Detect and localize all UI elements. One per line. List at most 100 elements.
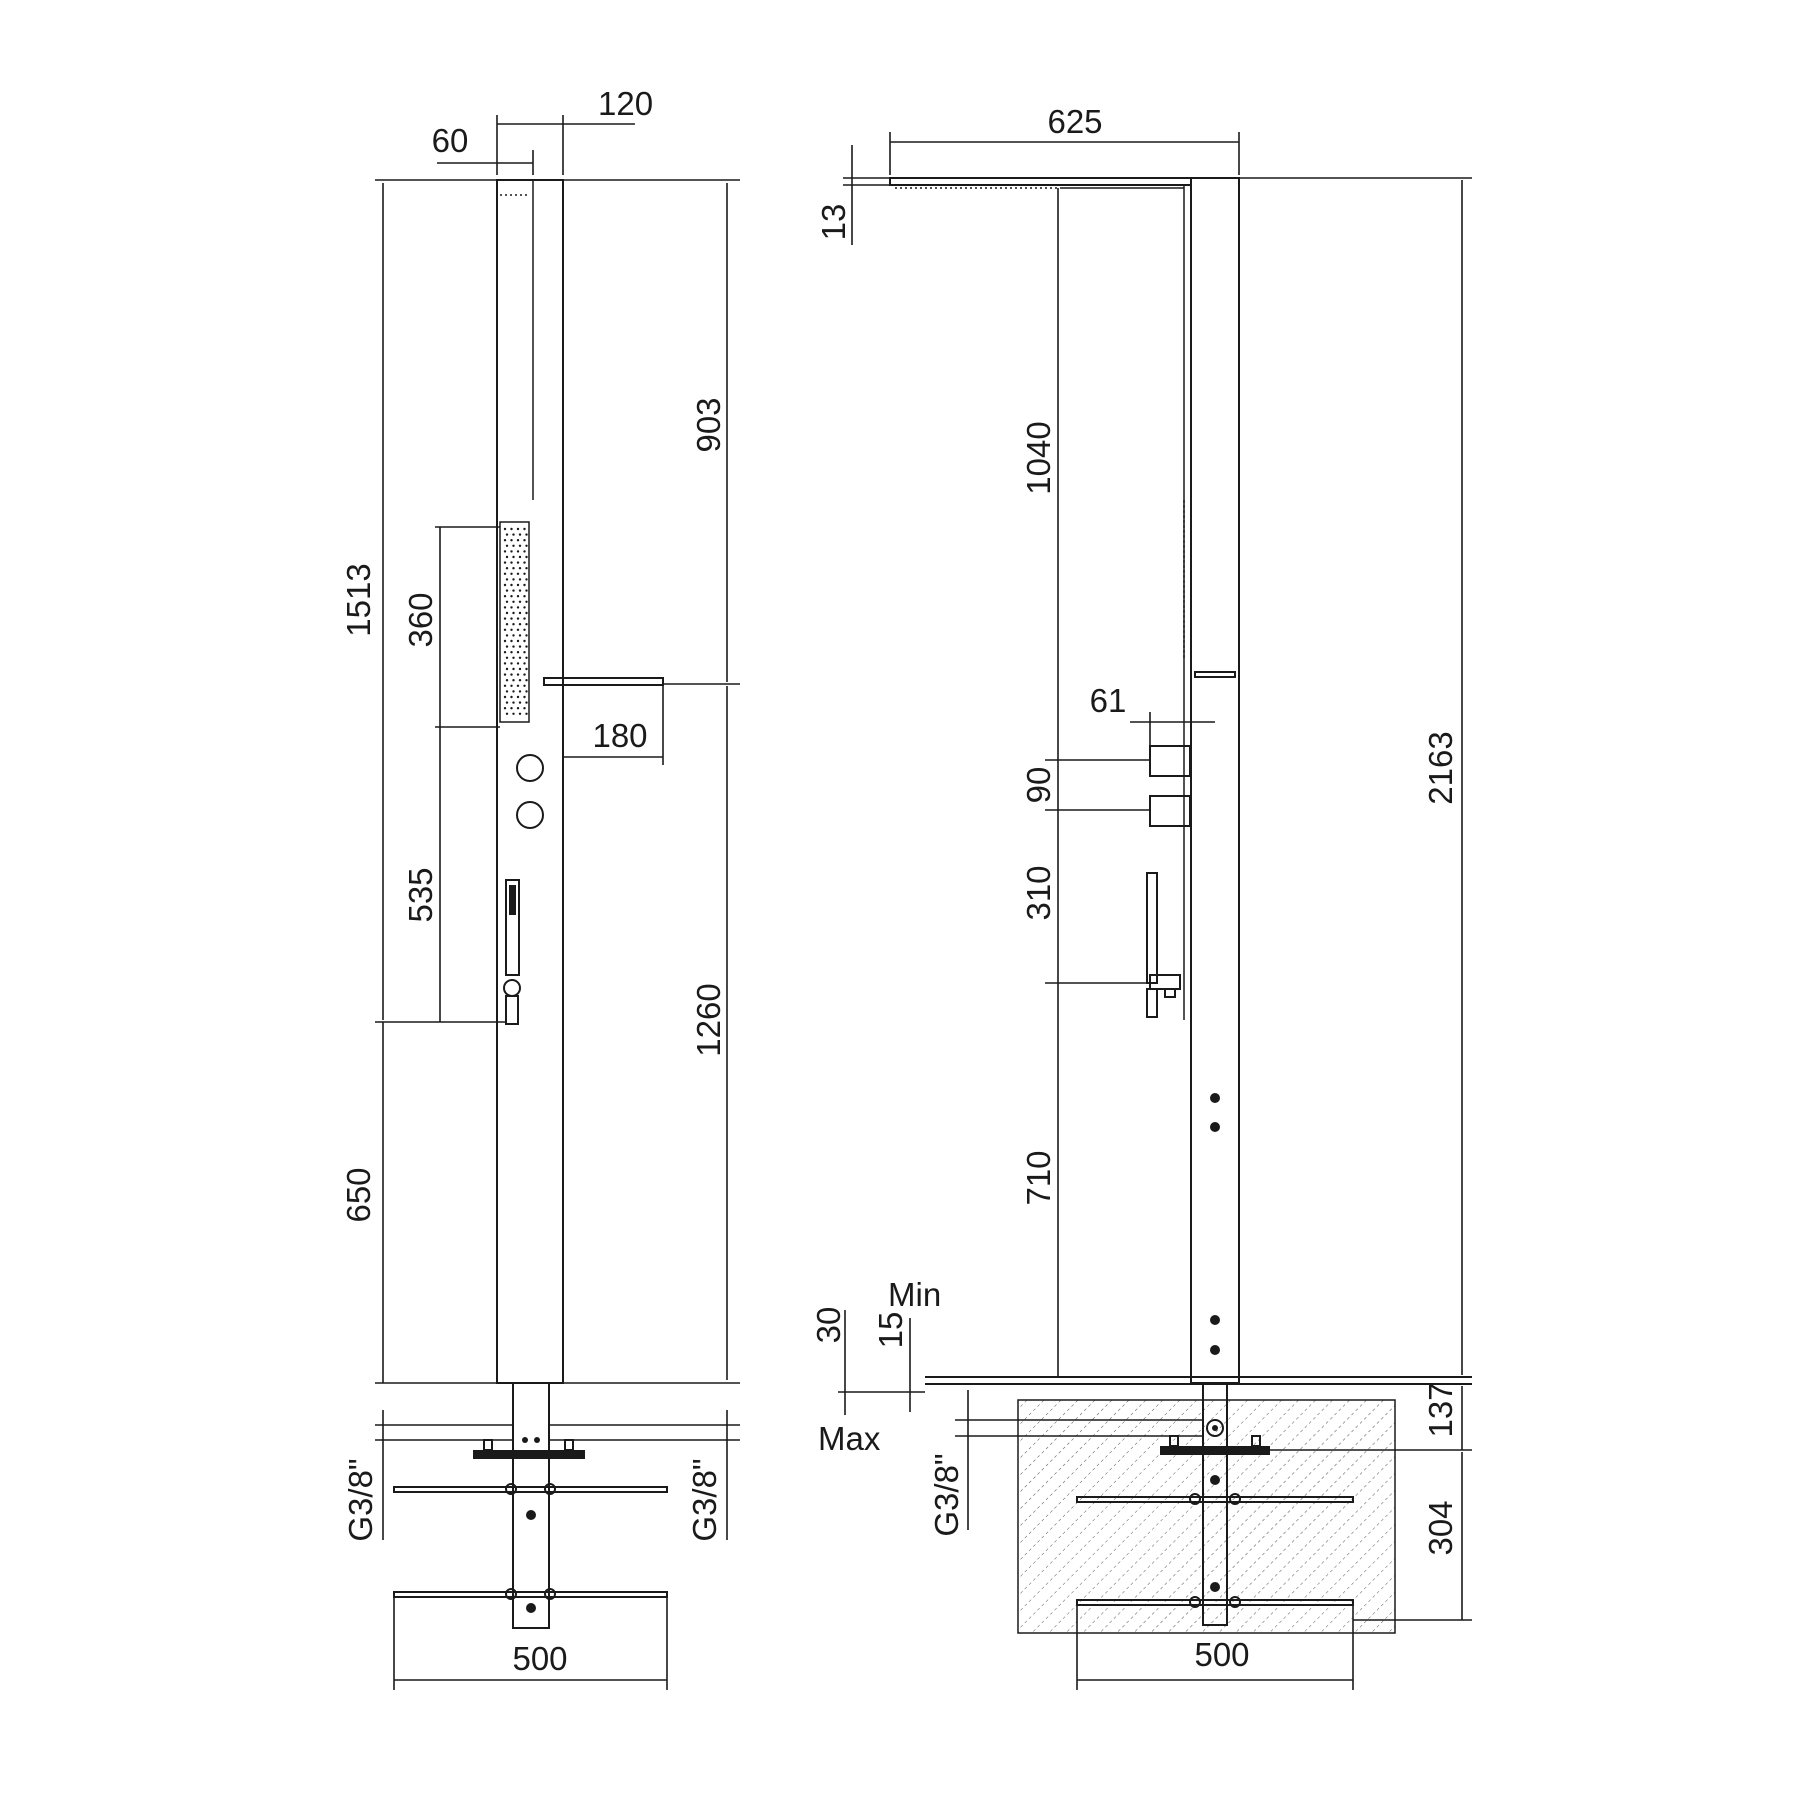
front-anchor-post	[512, 1382, 550, 1629]
spray-hole	[505, 645, 509, 648]
spray-hole	[523, 572, 526, 575]
spray-hole	[525, 701, 528, 704]
spray-hole	[525, 555, 528, 559]
spray-hole	[503, 595, 507, 598]
g38-right: G3/8"	[686, 1458, 723, 1541]
spray-hole	[516, 639, 520, 643]
side-spray-panel	[499, 521, 530, 723]
spray-hole	[510, 572, 513, 575]
spray-hole	[505, 611, 509, 615]
spray-hole	[518, 634, 522, 637]
spray-hole	[516, 527, 520, 531]
spray-hole	[523, 684, 526, 687]
spray-hole	[503, 695, 507, 699]
dim-13: 13	[815, 204, 852, 241]
spray-hole	[505, 544, 509, 547]
spray-hole	[525, 690, 528, 693]
spray-hole	[503, 527, 507, 531]
spray-hole	[503, 606, 507, 609]
spray-hole	[510, 684, 513, 687]
side-shelf	[1194, 671, 1236, 678]
spray-hole	[523, 673, 526, 676]
spray-hole	[512, 555, 515, 559]
spray-hole	[510, 595, 513, 598]
spray-hole	[525, 679, 528, 682]
spray-hole	[518, 656, 522, 659]
dim-180: 180	[592, 717, 647, 754]
spray-hole	[512, 578, 515, 581]
spray-hole	[510, 583, 513, 587]
spray-hole	[510, 707, 513, 710]
spray-hole	[518, 645, 522, 648]
side-spray-dots	[503, 527, 528, 715]
spray-hole	[523, 561, 526, 564]
spray-hole	[523, 651, 526, 654]
overhead-arm	[889, 177, 1192, 186]
dim-903: 903	[690, 397, 727, 452]
spray-hole	[518, 600, 522, 603]
spray-hole	[518, 667, 522, 671]
spray-hole	[523, 583, 526, 587]
spray-hole	[510, 651, 513, 654]
spray-hole	[523, 695, 526, 699]
spray-hole	[523, 527, 526, 531]
spray-hole	[510, 539, 513, 542]
dim-625: 625	[1047, 103, 1102, 140]
spray-hole	[516, 673, 520, 676]
dim-710: 710	[1020, 1150, 1057, 1205]
spray-hole	[503, 628, 507, 631]
dim-60: 60	[432, 122, 469, 159]
spray-hole	[525, 645, 528, 648]
spray-hole	[503, 617, 507, 620]
spray-hole	[518, 690, 522, 693]
spray-hole	[505, 533, 509, 536]
hand-shower-connector	[505, 995, 519, 1025]
spray-hole	[518, 712, 522, 715]
spray-hole	[512, 667, 515, 671]
spray-hole	[505, 600, 509, 603]
side-base-plate	[1160, 1446, 1270, 1455]
spray-hole	[510, 695, 513, 699]
spray-hole	[518, 623, 522, 626]
spray-hole	[512, 656, 515, 659]
spray-hole	[505, 589, 509, 592]
spray-hole	[525, 712, 528, 715]
spray-hole	[503, 639, 507, 643]
dim-1040: 1040	[1020, 421, 1057, 494]
spray-hole	[512, 634, 515, 637]
spray-hole	[516, 606, 520, 609]
dim-1260: 1260	[690, 983, 727, 1056]
spray-hole	[523, 639, 526, 643]
dim-500-front: 500	[512, 1640, 567, 1677]
g38-side: G3/8"	[928, 1453, 965, 1536]
spray-hole	[516, 684, 520, 687]
side-knob-lower	[1149, 795, 1191, 827]
spray-hole	[505, 634, 509, 637]
spray-hole	[518, 611, 522, 615]
side-knob-upper	[1149, 745, 1191, 777]
spray-hole	[525, 578, 528, 581]
spray-hole	[523, 617, 526, 620]
spray-hole	[525, 634, 528, 637]
dim-500-side: 500	[1194, 1636, 1249, 1673]
concrete-foundation	[1017, 1399, 1396, 1634]
spray-hole	[516, 539, 520, 542]
side-anchor-bar-lower	[1076, 1599, 1354, 1606]
side-view: 625 13 1040 90 310 710 61 2163 137 304 M…	[810, 103, 1472, 1690]
spray-hole	[525, 623, 528, 626]
spray-hole	[518, 701, 522, 704]
spray-hole	[512, 567, 515, 570]
spray-hole	[518, 544, 522, 547]
dim-137: 137	[1422, 1382, 1459, 1437]
spray-hole	[512, 600, 515, 603]
spray-hole	[503, 583, 507, 587]
spray-hole	[505, 667, 509, 671]
spray-hole	[510, 550, 513, 553]
dim-304: 304	[1422, 1500, 1459, 1555]
spray-hole	[516, 695, 520, 699]
dim-90: 90	[1020, 767, 1057, 804]
spray-hole	[503, 539, 507, 542]
spray-hole	[518, 555, 522, 559]
spray-hole	[518, 578, 522, 581]
spray-hole	[503, 707, 507, 710]
